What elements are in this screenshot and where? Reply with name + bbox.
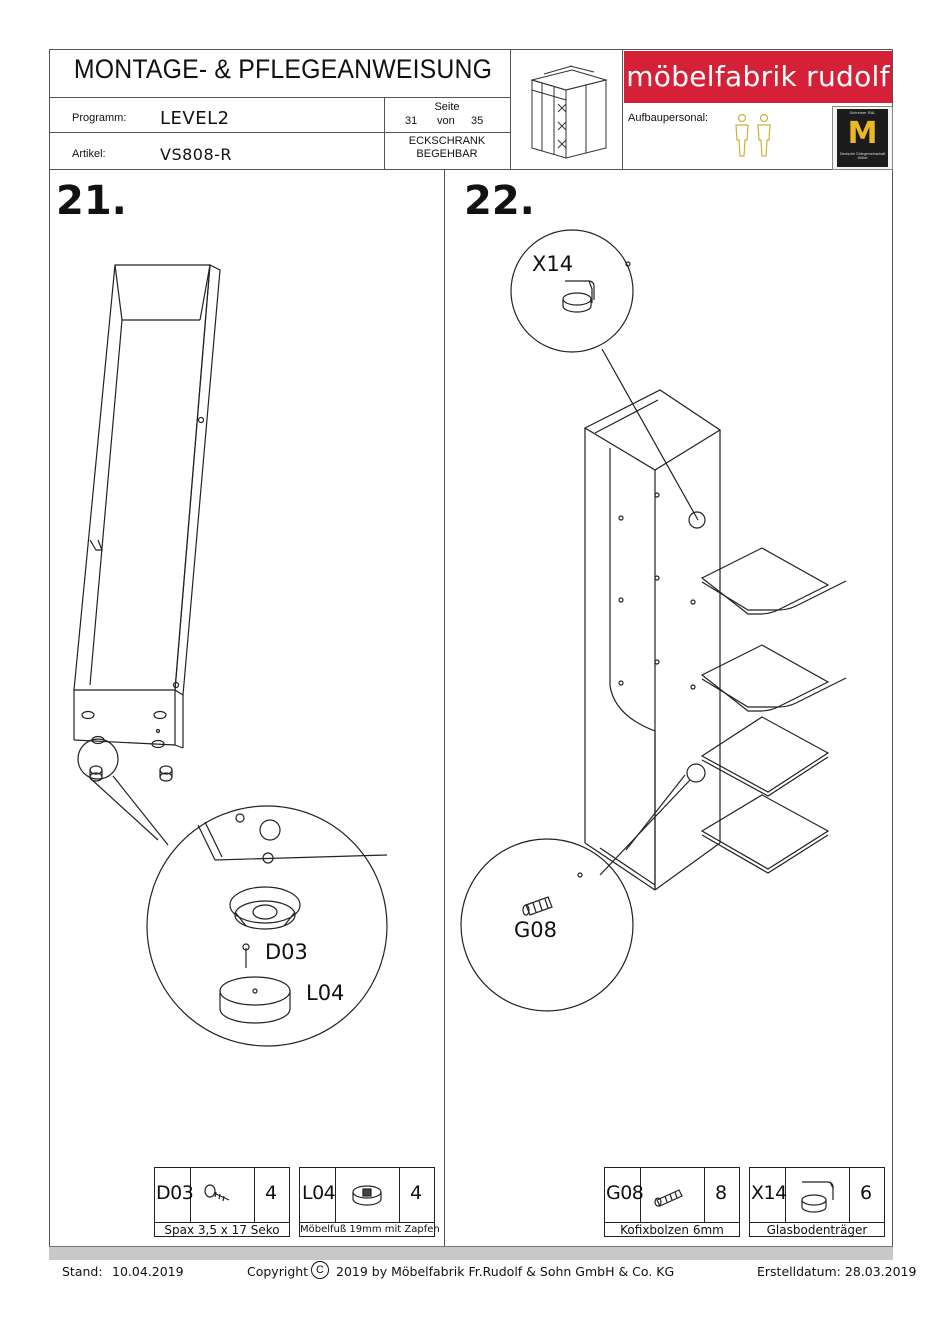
document-title: MONTAGE- & PFLEGEANWEISUNG (73, 54, 493, 84)
part-code: G08 (606, 1182, 644, 1204)
seite-label: Seite (434, 101, 460, 113)
page-current: 31 (405, 115, 418, 127)
stand-label: Stand: (62, 1264, 103, 1279)
step-22-illustration (460, 229, 847, 1012)
quality-badge: Schreiner RAL M Deutsche Gütegemeinschaf… (832, 106, 893, 170)
aufbau-label: Aufbaupersonal: (628, 112, 709, 124)
part-qty: 4 (410, 1182, 423, 1204)
callout-l04: L04 (306, 981, 345, 1005)
footer-bar (49, 1246, 893, 1260)
part-box-d03: D03 4 (154, 1167, 290, 1223)
divider (444, 169, 445, 1246)
part-qty: 4 (265, 1182, 278, 1204)
programm-label: Programm: (72, 112, 127, 124)
callout-g08: G08 (514, 918, 557, 942)
part-box-l04: L04 4 (299, 1167, 435, 1223)
divider (49, 97, 510, 98)
part-desc-d03: Spax 3,5 x 17 Seko (154, 1222, 290, 1237)
part-qty: 6 (860, 1182, 873, 1204)
badge-top-text: Schreiner RAL (849, 110, 876, 115)
divider (49, 169, 893, 170)
dowel-bolt-icon (654, 1189, 683, 1207)
glass-shelf-support-icon (801, 1181, 834, 1213)
product-name-line1: ECKSCHRANK (408, 135, 486, 147)
part-qty: 8 (715, 1182, 728, 1204)
brand-logo: möbelfabrik rudolf (624, 51, 892, 103)
screw-icon (204, 1184, 230, 1202)
badge-bottom-text: Deutsche Gütegemeinschaft Möbel (839, 152, 886, 160)
badge-letter: M (847, 116, 878, 151)
copyright-icon: C (311, 1261, 329, 1279)
callout-d03: D03 (265, 940, 308, 964)
divider (384, 97, 385, 169)
page-von: von (437, 115, 455, 127)
part-desc-x14: Glasbodenträger (749, 1222, 885, 1237)
step-number-21: 21. (56, 178, 127, 224)
step-number-22: 22. (464, 178, 535, 224)
page-total: 35 (471, 115, 484, 127)
artikel-label: Artikel: (72, 148, 106, 160)
product-thumbnail (530, 65, 608, 159)
part-desc-l04: Möbelfuß 19mm mit Zapfen (299, 1222, 440, 1237)
part-box-x14: X14 6 (749, 1167, 885, 1223)
stand-date: 10.04.2019 (112, 1264, 184, 1279)
copyright-text: 2019 by Möbelfabrik Fr.Rudolf & Sohn Gmb… (336, 1264, 675, 1279)
part-desc-g08: Kofixbolzen 6mm (604, 1222, 740, 1237)
part-code: D03 (156, 1182, 194, 1204)
callout-x14: X14 (532, 252, 574, 276)
programm-value: LEVEL2 (160, 108, 230, 129)
step-21-illustration (73, 264, 388, 1047)
part-box-g08: G08 8 (604, 1167, 740, 1223)
furniture-foot-icon (352, 1185, 382, 1206)
divider (49, 132, 510, 133)
part-code: L04 (302, 1182, 336, 1204)
artikel-value: VS808-R (160, 145, 233, 164)
two-persons-icon (735, 113, 771, 157)
erstell-date: Erstelldatum: 28.03.2019 (757, 1264, 917, 1279)
part-code: X14 (751, 1182, 787, 1204)
copyright-label: Copyright (247, 1264, 309, 1279)
divider (510, 49, 511, 169)
product-name-line2: BEGEHBAR (416, 148, 478, 160)
divider (622, 49, 623, 169)
